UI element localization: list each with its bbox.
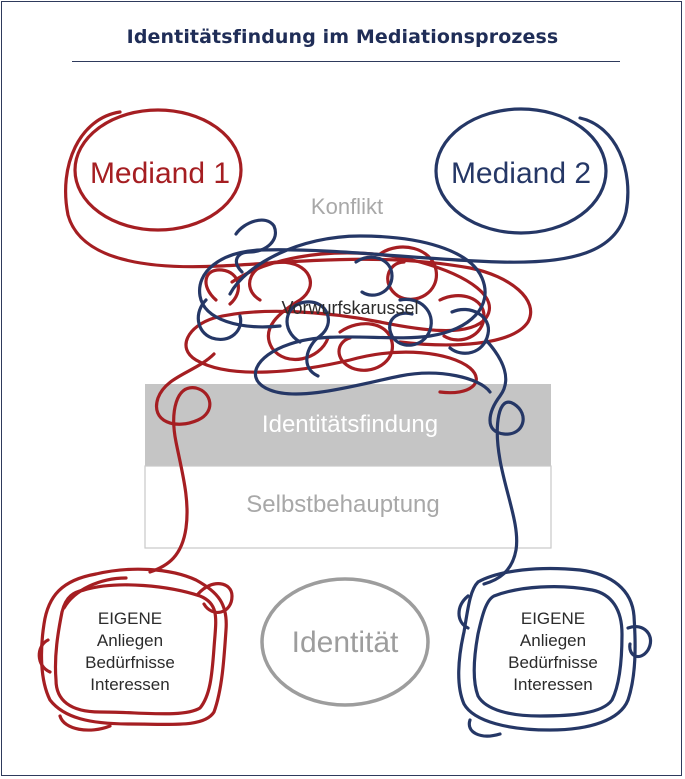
right-box-line: Interessen bbox=[513, 675, 592, 694]
right-box-text: EIGENE Anliegen Bedürfnisse Interessen bbox=[508, 609, 598, 694]
left-box-line: Bedürfnisse bbox=[85, 653, 175, 672]
left-box-line: Interessen bbox=[90, 675, 169, 694]
title-underline bbox=[72, 61, 620, 62]
selbstbehauptung-label: Selbstbehauptung bbox=[246, 491, 440, 518]
mediand2-scribble bbox=[196, 107, 653, 738]
identitaet-ellipse bbox=[260, 577, 430, 707]
mediand2-ellipse bbox=[434, 107, 608, 235]
identitaet-label: Identität bbox=[292, 626, 399, 659]
vorwurfskarussel-label: Vorwurfskarussel bbox=[281, 298, 418, 318]
left-box-text: EIGENE Anliegen Bedürfnisse Interessen bbox=[85, 609, 175, 694]
right-box-line: Anliegen bbox=[520, 631, 586, 650]
identitaetsfindung-band bbox=[145, 384, 551, 466]
selbstbehauptung-box bbox=[144, 465, 552, 549]
identitaetsfindung-label: Identitätsfindung bbox=[262, 411, 438, 438]
mediand2-label: Mediand 2 bbox=[451, 157, 591, 190]
diagram-title: Identitätsfindung im Mediationsprozess bbox=[126, 26, 559, 48]
right-box-line: EIGENE bbox=[521, 609, 585, 628]
mediand1-ellipse bbox=[73, 108, 243, 232]
konflikt-label: Konflikt bbox=[311, 194, 383, 219]
left-box-line: EIGENE bbox=[98, 609, 162, 628]
mediand1-label: Mediand 1 bbox=[90, 157, 230, 190]
right-box-line: Bedürfnisse bbox=[508, 653, 598, 672]
left-box-line: Anliegen bbox=[97, 631, 163, 650]
